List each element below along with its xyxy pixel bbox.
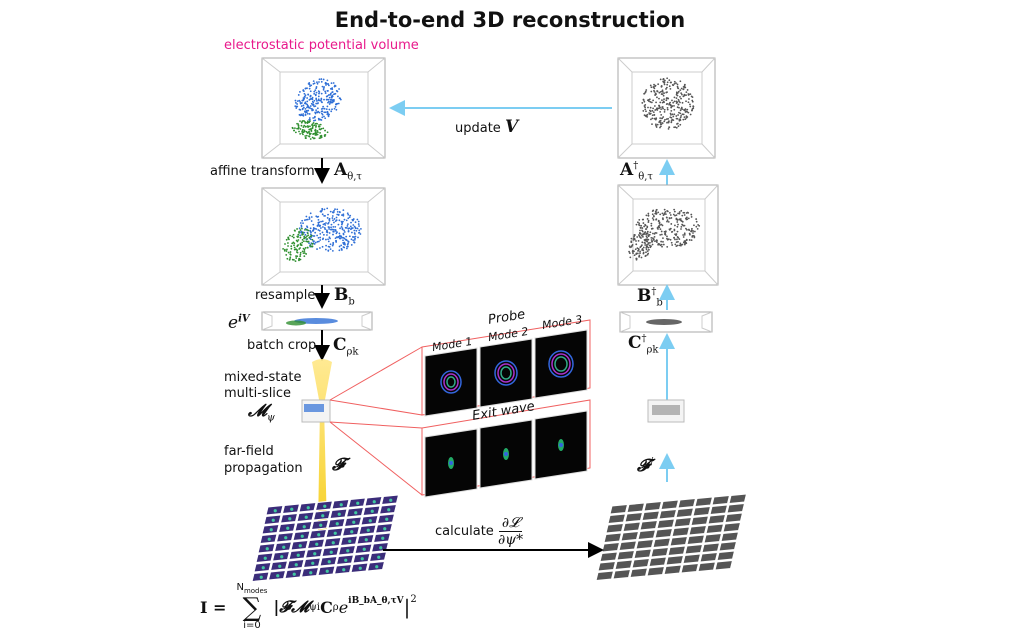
exit-wave-panel [421,399,591,498]
probe-panel [421,319,591,417]
volume-box-transformed [261,187,386,286]
volume-box-update [617,57,716,159]
resample-label: resample [255,288,316,303]
update-label: update V [455,117,519,137]
resample-operator: Bb [334,285,355,308]
crop-operator: Cρk [333,335,359,358]
measured-diffraction-grid [251,494,400,583]
affine-label: affine transform [210,164,315,179]
multislice-operator: 𝓜ψ [248,401,275,424]
affine-operator: Aθ,τ [334,160,362,183]
resample-adjoint-operator: B†b [637,286,663,309]
gradient-diffraction-grid [595,493,748,582]
volume-box-original [261,57,386,159]
page-title: End-to-end 3D reconstruction [334,8,686,32]
multislice-block [301,399,331,423]
volume-box-gradient [617,184,719,286]
multislice-label-1: mixed-state [224,370,302,385]
gradient-slice-block [647,399,685,423]
probe-beam [312,359,332,530]
callout-lines [329,346,423,496]
resampled-slab [261,311,373,331]
volume-label: electrostatic potential volume [224,38,419,53]
affine-adjoint-operator: A†θ,τ [620,160,653,183]
crop-label: batch crop [247,338,317,353]
propagation-operator: 𝓕 [332,455,345,475]
propagation-label-2: propagation [224,461,303,476]
phase-operator: eiV [228,313,250,333]
calculate-gradient-label: calculate ∂𝓛∂ψ* [435,515,524,548]
multislice-label-2: multi-slice [224,386,292,401]
gradient-slab [619,311,713,333]
propagation-label-1: far-field [224,444,274,459]
prop-adjoint-operator: 𝓕† [637,456,655,476]
crop-adjoint-operator: C†ρk [628,333,659,356]
